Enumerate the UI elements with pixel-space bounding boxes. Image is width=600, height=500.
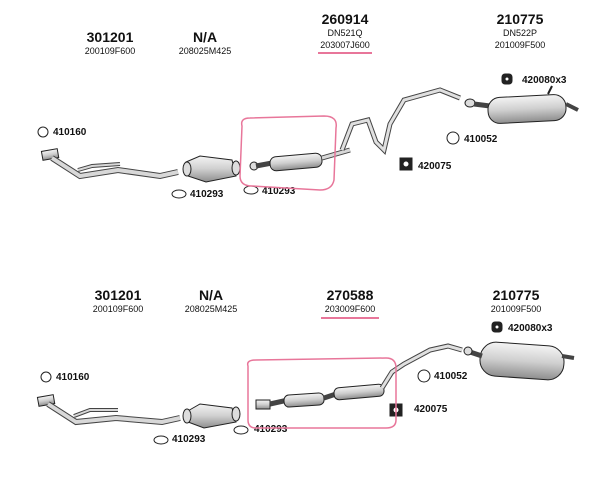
part-number: 210775	[496, 11, 544, 27]
oem-code: 203009F600	[324, 304, 376, 314]
bottom-header-catalyst: N/A 208025M425	[166, 288, 256, 314]
bottom-header-front-pipe: 301201 200109F600	[78, 288, 158, 314]
highlight-underline	[318, 52, 372, 54]
gasket-ring-icon	[153, 435, 169, 445]
part-label-hanger: 420075	[414, 404, 448, 415]
top-header-middle-silencer: 260914 DN521Q 203007J600	[305, 12, 385, 54]
part-number: N/A	[192, 29, 218, 45]
bottom-header-middle-silencer: 270588 203009F600	[310, 288, 390, 319]
gasket-ring-icon	[243, 185, 259, 195]
part-label-cat-gasket-b: 410293	[262, 186, 296, 197]
oem-code: 200109F600	[92, 304, 144, 314]
part-label-hanger: 420075	[418, 161, 452, 172]
part-label-rear-gasket: 410052	[434, 371, 468, 382]
part-label-cat-gasket-a: 410293	[190, 189, 224, 200]
gasket-ring-icon	[171, 189, 187, 199]
oem-code: 201009F500	[490, 304, 542, 314]
front-pipe	[36, 394, 181, 426]
gasket-ring-icon	[446, 131, 460, 145]
part-label-rear-hangers: 420080x3	[522, 75, 567, 86]
bottom-header-rear-silencer: 210775 201009F500	[476, 288, 556, 314]
hanger-icon	[399, 157, 413, 171]
part-number: 210775	[492, 287, 540, 303]
part-number: 301201	[86, 29, 134, 45]
top-header-catalyst: N/A 208025M425	[160, 30, 250, 56]
rear-silencer	[463, 321, 575, 381]
part-number: 270588	[326, 287, 374, 303]
part-number: N/A	[198, 287, 224, 303]
gasket-ring-icon	[37, 126, 49, 138]
oem-code: 208025M425	[184, 304, 238, 314]
highlight-underline	[321, 317, 379, 319]
rear-silencer	[464, 73, 579, 124]
gasket-ring-icon	[417, 369, 431, 383]
middle-silencer	[255, 383, 385, 410]
top-header-rear-silencer: 210775 DN522P 201009F500	[480, 12, 560, 50]
catalyst	[182, 155, 241, 183]
oem-code: 201009F500	[494, 40, 546, 50]
oem-code: 208025M425	[178, 46, 232, 56]
top-header-front-pipe: 301201 200109F600	[70, 30, 150, 56]
gasket-ring-icon	[40, 371, 52, 383]
top-system	[37, 73, 579, 199]
intermediate-pipe	[339, 87, 461, 155]
middle-silencer	[249, 147, 351, 172]
part-label-cat-gasket-b: 410293	[254, 424, 288, 435]
bottom-system	[36, 321, 575, 445]
catalyst	[182, 403, 241, 429]
part-number: 301201	[94, 287, 142, 303]
highlight-frame	[246, 357, 397, 429]
part-label-rear-gasket: 410052	[464, 134, 498, 145]
part-label-rear-hangers: 420080x3	[508, 323, 553, 334]
gasket-ring-icon	[233, 425, 249, 435]
part-label-cat-gasket-a: 410293	[172, 434, 206, 445]
front-pipe	[40, 148, 179, 180]
oem-code: 200109F600	[84, 46, 136, 56]
part-label-front-gasket: 410160	[53, 127, 87, 138]
part-number: 260914	[321, 11, 369, 27]
intermediate-pipe	[379, 343, 463, 390]
oem-code: 203007J600	[320, 40, 370, 50]
highlight-frame	[239, 115, 337, 191]
part-label-front-gasket: 410160	[56, 372, 90, 383]
oem-code: DN521Q	[327, 28, 363, 38]
oem-code: DN522P	[502, 28, 538, 38]
